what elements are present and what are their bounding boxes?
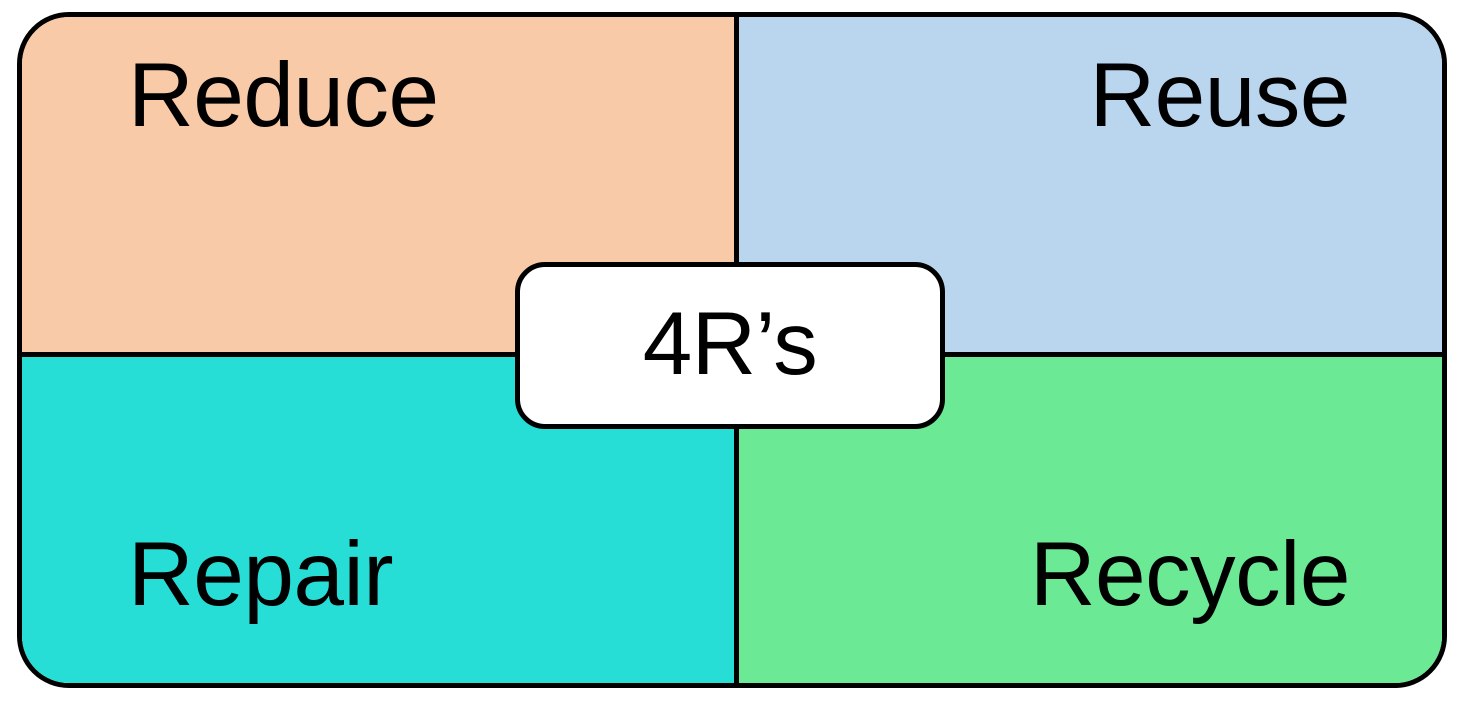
quadrant-label-reuse: Reuse <box>1089 45 1350 146</box>
quadrant-label-repair: Repair <box>128 524 394 625</box>
quadrant-repair[interactable]: Repair <box>22 357 734 683</box>
center-hub[interactable]: 4R’s <box>515 262 945 429</box>
quadrant-label-reduce: Reduce <box>128 45 439 146</box>
center-hub-label: 4R’s <box>642 293 818 393</box>
quadrant-reduce[interactable]: Reduce <box>22 17 734 352</box>
quadrant-recycle[interactable]: Recycle <box>739 357 1442 683</box>
quadrant-label-recycle: Recycle <box>1029 524 1351 625</box>
